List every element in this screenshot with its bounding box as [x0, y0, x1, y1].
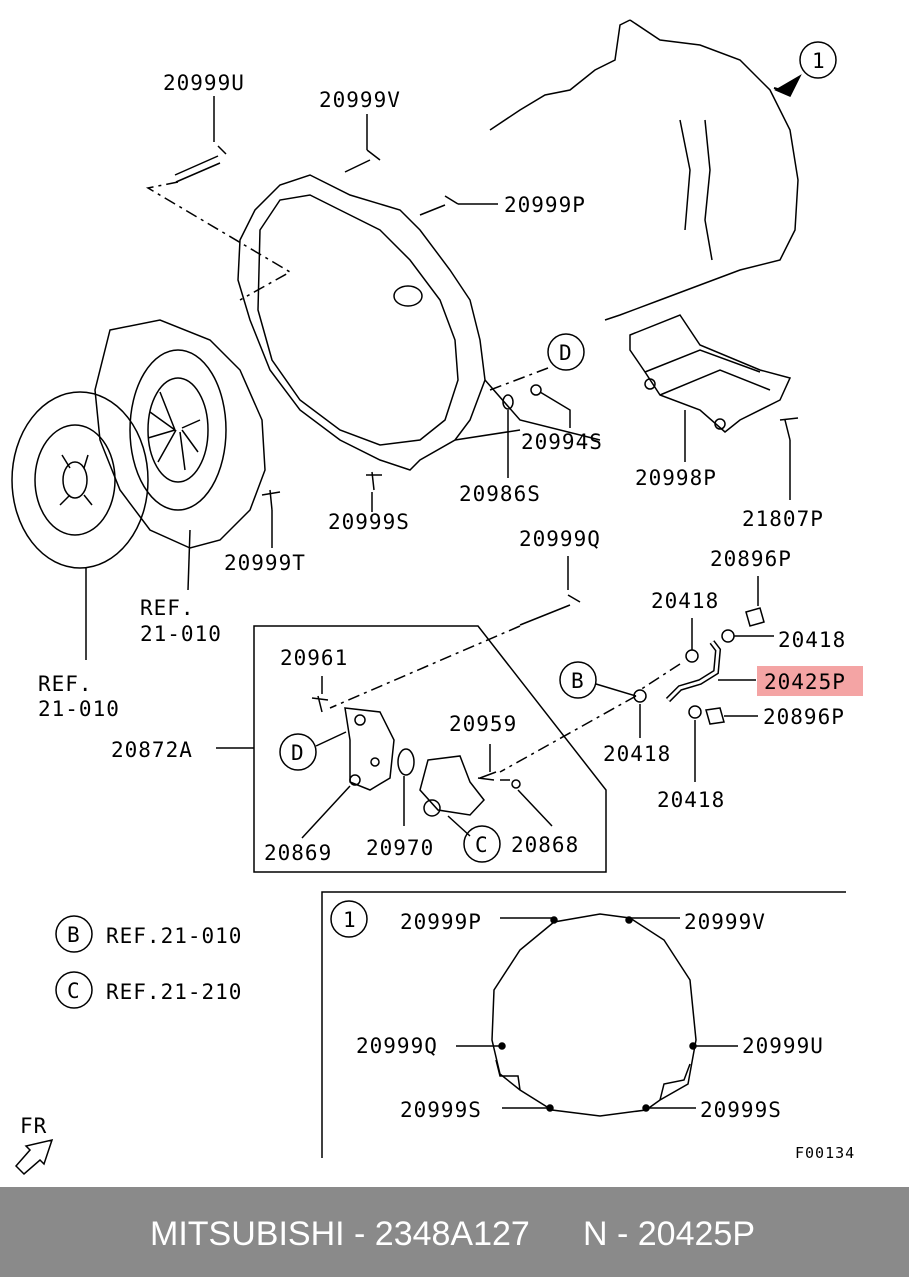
legend-circle-B	[55, 915, 93, 953]
label-21807P: 21807P	[742, 507, 824, 531]
inset-label-20999Q: 20999Q	[356, 1034, 438, 1058]
callout-D-box-text: D	[291, 741, 305, 765]
legend-B-letter: B	[67, 923, 81, 947]
label-ref-cover-2: 21-010	[140, 622, 222, 646]
label-ref-disc-2: 21-010	[38, 697, 120, 721]
callout-D-top-text: D	[559, 341, 573, 365]
label-20896P-bottom: 20896P	[763, 705, 845, 729]
inset-label-20999S-left: 20999S	[400, 1098, 482, 1122]
label-20872A: 20872A	[111, 738, 193, 762]
legend-circle-C	[55, 971, 93, 1009]
bolt-icons	[174, 145, 799, 789]
label-ref-cover-1: REF.	[140, 596, 195, 620]
label-20999S: 20999S	[328, 510, 410, 534]
inset-label-20999U: 20999U	[742, 1034, 824, 1058]
footer-bar: MITSUBISHI - 2348A127 N - 20425P	[0, 1187, 909, 1277]
arrow-icon	[774, 74, 802, 97]
legend-C-ref: REF.21-210	[106, 980, 242, 1004]
label-20961: 20961	[280, 646, 348, 670]
bracket-illustration	[629, 314, 792, 462]
label-20418-a: 20418	[651, 589, 719, 613]
front-arrow-icon	[14, 1138, 54, 1176]
solenoid-assembly-box	[253, 625, 607, 873]
label-20999Q: 20999Q	[519, 527, 601, 551]
label-20868: 20868	[511, 833, 579, 857]
clutch-cover-illustration	[94, 319, 266, 549]
callout-circle-B	[559, 661, 597, 699]
label-20418-c: 20418	[603, 742, 671, 766]
label-20999V: 20999V	[319, 88, 401, 112]
inset-callout-1-text: 1	[343, 908, 357, 932]
label-20418-b: 20418	[778, 628, 846, 652]
transmission-case-illustration	[489, 19, 799, 321]
valve-body-illustration	[344, 707, 510, 817]
label-20418-d: 20418	[657, 788, 725, 812]
label-20998P: 20998P	[635, 466, 717, 490]
callout-circle-D-top	[547, 333, 585, 371]
label-20999P: 20999P	[504, 193, 586, 217]
label-20959: 20959	[449, 712, 517, 736]
bell-housing-illustration	[237, 174, 601, 471]
parts-diagram: 20999U 20999V 20999P 20994S 20986S 20998…	[11, 19, 863, 1176]
legend-B-ref: REF.21-010	[106, 924, 242, 948]
label-20999T: 20999T	[224, 551, 306, 575]
callout-B-text: B	[571, 669, 585, 693]
label-20994S: 20994S	[521, 430, 603, 454]
label-20869: 20869	[264, 841, 332, 865]
callout-1-text: 1	[812, 49, 826, 73]
highlight-20425P	[757, 666, 863, 696]
label-ref-disc-1: REF.	[38, 672, 93, 696]
inset-label-20999S-right: 20999S	[700, 1098, 782, 1122]
leader-lines	[187, 87, 791, 839]
callout-circle-1	[799, 41, 837, 79]
legend-C-letter: C	[67, 979, 81, 1003]
footer-brand-part-number: MITSUBISHI - 2348A127	[150, 1215, 530, 1253]
label-20986S: 20986S	[459, 482, 541, 506]
footer-diagram-part-code: N - 20425P	[583, 1215, 755, 1253]
clutch-disc-illustration	[11, 391, 149, 660]
inset-label-20999P: 20999P	[400, 910, 482, 934]
oil-tube-illustration	[633, 607, 765, 725]
front-label: FR	[20, 1114, 47, 1138]
callout-circle-C-box	[463, 825, 501, 863]
inset-frame	[321, 891, 846, 1158]
label-20425P: 20425P	[764, 670, 846, 694]
dashed-alignment-lines	[145, 181, 681, 773]
part-labels: 20999U 20999V 20999P 20994S 20986S 20998…	[20, 49, 855, 1162]
label-20896P-top: 20896P	[710, 547, 792, 571]
callout-C-box-text: C	[475, 833, 489, 857]
label-20970: 20970	[366, 836, 434, 860]
callout-circle-D-box	[279, 733, 317, 771]
inset-label-20999V: 20999V	[684, 910, 766, 934]
figure-code: F00134	[795, 1144, 855, 1162]
label-20999U: 20999U	[163, 71, 245, 95]
